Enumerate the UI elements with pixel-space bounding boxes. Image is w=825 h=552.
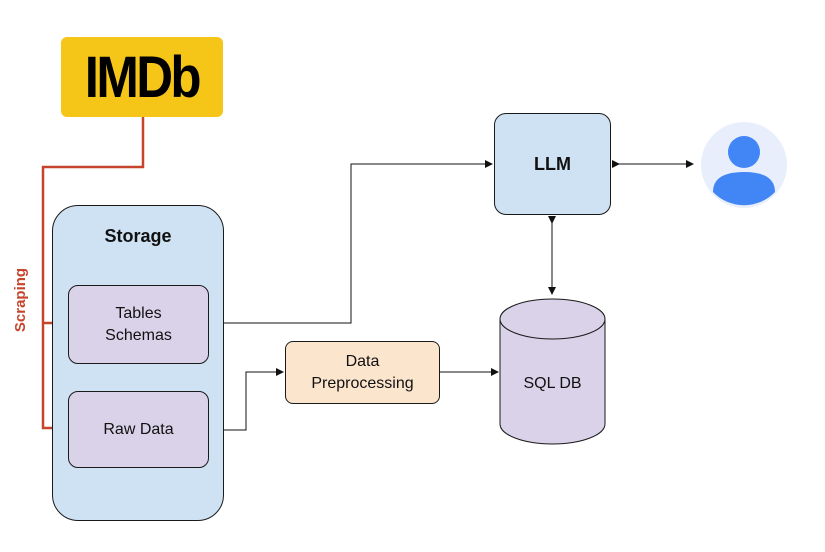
scraping-label: Scraping — [12, 267, 29, 333]
schemas-label: Schemas — [105, 326, 172, 344]
llm-node: LLM — [494, 113, 611, 215]
data-preprocessing-node: Data Preprocessing — [285, 341, 440, 404]
imdb-logo: IMDb — [61, 37, 223, 117]
raw-data-node: Raw Data — [68, 391, 209, 468]
imdb-logo-text: IMDb — [84, 44, 202, 110]
user-avatar-icon — [701, 122, 787, 208]
prep-label-line2: Preprocessing — [311, 374, 414, 392]
sql-db-label: SQL DB — [523, 375, 582, 392]
storage-title: Storage — [104, 226, 172, 246]
tables-label: Tables — [115, 304, 162, 322]
edge-raw-to-prep — [209, 368, 284, 431]
tables-schemas-node: Tables Schemas — [68, 285, 209, 364]
edge-tables-to-llm — [209, 160, 493, 324]
prep-label-line1: Data — [345, 352, 380, 370]
raw-data-label: Raw Data — [103, 420, 174, 438]
sql-db-cylinder — [499, 298, 606, 445]
llm-label: LLM — [534, 153, 571, 174]
